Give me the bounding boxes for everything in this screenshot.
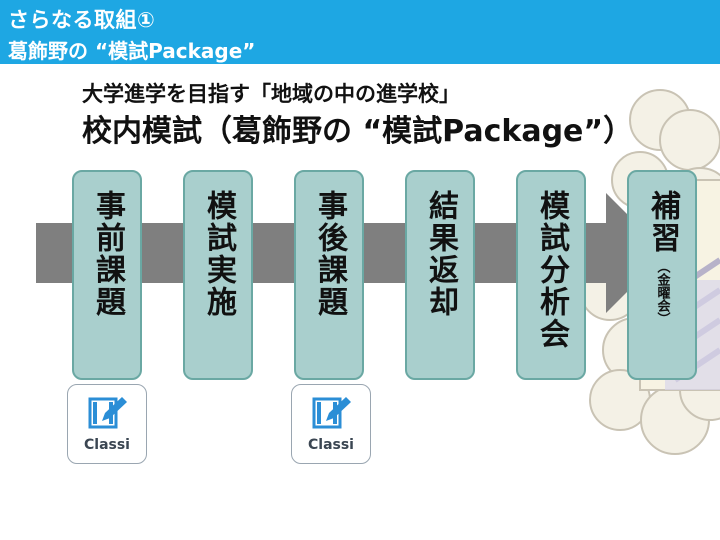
step-note: （金曜会） <box>654 260 670 325</box>
step-pre-assignment: 事前課題 <box>72 170 142 380</box>
step-label: 模試分析会 <box>534 190 569 350</box>
slide-header: さらなる取組① 葛飾野の “模試Package” <box>0 0 720 64</box>
step-results-return: 結果返却 <box>405 170 475 380</box>
step-analysis-meeting: 模試分析会 <box>516 170 586 380</box>
header-line-2: 葛飾野の “模試Package” <box>8 39 256 63</box>
step-label: 事前課題 <box>90 190 125 318</box>
header-line-1: さらなる取組① <box>8 8 156 32</box>
classi-text: Classi <box>84 437 130 453</box>
step-label: 補習 <box>645 190 680 254</box>
step-supplementary-lessons: 補習 （金曜会） <box>627 170 697 380</box>
step-post-assignment: 事後課題 <box>294 170 364 380</box>
subtitle: 大学進学を目指す「地域の中の進学校」 <box>82 82 460 106</box>
classi-app-icon <box>88 397 127 429</box>
step-label: 結果返却 <box>423 190 458 318</box>
step-label: 模試実施 <box>201 190 236 318</box>
classi-text: Classi <box>308 437 354 453</box>
step-exam: 模試実施 <box>183 170 253 380</box>
main-title: 校内模試（葛飾野の “模試Package”） <box>82 114 634 149</box>
classi-badge: Classi <box>67 384 147 464</box>
classi-app-icon <box>312 397 351 429</box>
step-label: 事後課題 <box>312 190 347 318</box>
classi-badge: Classi <box>291 384 371 464</box>
